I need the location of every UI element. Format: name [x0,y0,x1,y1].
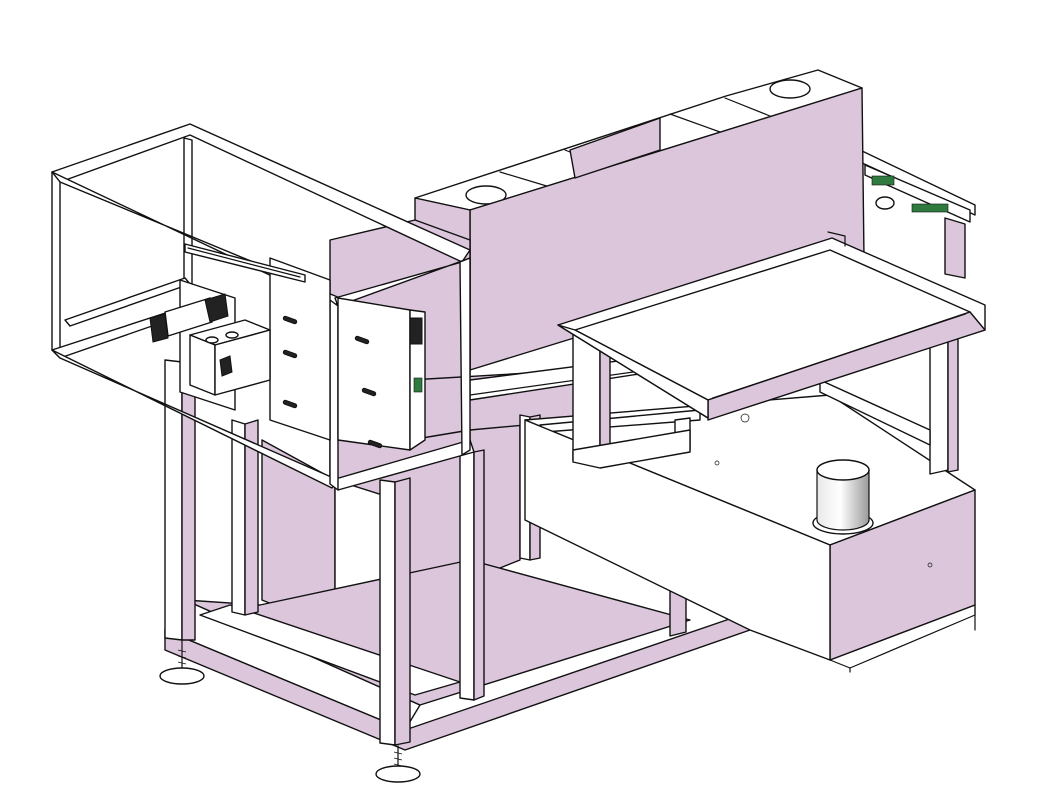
rear-fan-icon [875,196,895,210]
feed-tray [557,231,986,475]
foot-front [375,745,421,783]
collection-bin [524,394,976,673]
circuit-board-rear-left [871,175,895,186]
circuit-board-plate [413,377,423,393]
circuit-board-rear-right [911,203,949,213]
plate-slots [282,315,383,449]
actuator-endcap-icon [149,313,169,343]
rear-housing [859,149,976,279]
top-port-right-icon [769,79,811,99]
foot-left [159,639,205,685]
leveling-feet [159,639,421,783]
actuator-assembly [149,243,426,451]
cylinder-canister [812,459,874,535]
top-port-left-icon [465,185,507,205]
